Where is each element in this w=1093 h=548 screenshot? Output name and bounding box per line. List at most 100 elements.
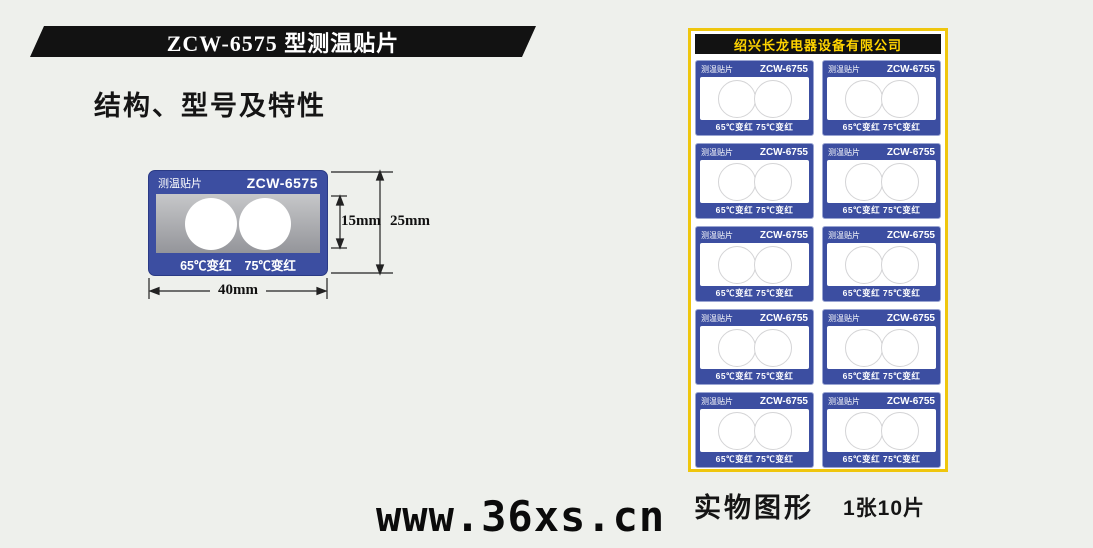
sticker-name-label: 测温贴片 [828,147,860,157]
temp-label-75: 75℃变红 [244,258,296,273]
dim-inner-height-label: 15mm [341,213,381,229]
sheet-sticker-header: 测温贴片 ZCW-6755 [696,227,813,242]
sticker-temps-label: 65℃变红 75℃变红 [842,288,921,298]
sheet-sticker: 测温贴片 ZCW-6755 65℃变红 75℃变红 [822,309,941,385]
indicator-circle-65 [844,79,883,118]
sticker-model-label: ZCW-6755 [759,312,808,324]
sticker-indicator-area [700,243,809,286]
sheet-sticker-header: 测温贴片 ZCW-6755 [823,393,940,408]
sticker-model-label: ZCW-6755 [886,63,935,75]
sheet-sticker-header: 测温贴片 ZCW-6755 [696,61,813,76]
sticker-diagram-footer: 65℃变红 75℃变红 [149,253,327,275]
dimension-height-labels: 15mm 25mm [341,213,430,230]
sheet-sticker: 测温贴片 ZCW-6755 65℃变红 75℃变红 [695,226,814,302]
sticker-name-label: 测温贴片 [828,396,860,406]
sheet-sticker-header: 测温贴片 ZCW-6755 [696,310,813,325]
sheet-sticker-header: 测温贴片 ZCW-6755 [823,227,940,242]
sticker-name-label: 测温贴片 [701,313,733,323]
sticker-model-label: ZCW-6755 [886,395,935,407]
sticker-indicator-area [700,160,809,203]
section-heading: 结构、型号及特性 [94,91,326,121]
sticker-name-label: 测温贴片 [158,177,202,190]
sheet-sticker: 测温贴片 ZCW-6755 65℃变红 75℃变红 [695,143,814,219]
sticker-diagram-header: 测温贴片 ZCW-6575 [149,171,327,194]
sticker-name-label: 测温贴片 [828,230,860,240]
sticker-indicator-area [700,409,809,452]
caption-product-photo: 实物图形 [694,493,814,523]
sticker-model-label: ZCW-6755 [759,395,808,407]
indicator-circle-75 [880,328,919,367]
indicator-circle-75 [753,162,792,201]
sticker-model-label: ZCW-6755 [759,63,808,75]
sheet-sticker-header: 测温贴片 ZCW-6755 [823,144,940,159]
indicator-circle-65 [717,411,756,450]
indicator-circle-65 [844,328,883,367]
sheet-sticker: 测温贴片 ZCW-6755 65℃变红 75℃变红 [695,60,814,136]
sticker-indicator-area [700,77,809,120]
sticker-model-label: ZCW-6755 [886,146,935,158]
sheet-sticker: 测温贴片 ZCW-6755 65℃变红 75℃变红 [695,392,814,468]
company-name-bar: 绍兴长龙电器设备有限公司 [695,34,941,54]
sticker-name-label: 测温贴片 [828,64,860,74]
sticker-name-label: 测温贴片 [701,230,733,240]
sticker-model-label: ZCW-6755 [759,146,808,158]
indicator-circle-65 [717,245,756,284]
indicator-circle-75 [880,79,919,118]
sheet-sticker: 测温贴片 ZCW-6755 65℃变红 75℃变红 [822,226,941,302]
indicator-circle-65 [185,197,237,250]
sticker-temps-label: 65℃变红 75℃变红 [715,454,794,464]
sticker-model-label: ZCW-6755 [886,312,935,324]
sticker-temps-label: 65℃变红 75℃变红 [715,205,794,215]
sheet-sticker-header: 测温贴片 ZCW-6755 [823,61,940,76]
indicator-circle-75 [239,197,291,250]
sticker-model-label: ZCW-6755 [759,229,808,241]
indicator-circle-75 [753,328,792,367]
indicator-circle-65 [717,162,756,201]
sticker-indicator-area [827,77,936,120]
sticker-temps-label: 65℃变红 75℃变红 [715,288,794,298]
indicator-circle-65 [844,245,883,284]
sticker-model-label: ZCW-6575 [246,174,318,191]
indicator-circle-75 [753,411,792,450]
sticker-indicator-area [700,326,809,369]
indicator-circle-65 [844,162,883,201]
indicator-circle-75 [880,245,919,284]
sheet-sticker: 测温贴片 ZCW-6755 65℃变红 75℃变红 [695,309,814,385]
sticker-indicator-area [156,194,320,253]
dim-width-label: 40mm [210,282,266,299]
sheet-sticker-header: 测温贴片 ZCW-6755 [823,310,940,325]
title-banner: ZCW-6575 型测温贴片 [30,26,536,57]
sticker-name-label: 测温贴片 [701,64,733,74]
sticker-temps-label: 65℃变红 75℃变红 [842,205,921,215]
sticker-temps-label: 65℃变红 75℃变红 [842,371,921,381]
caption-sheet-count: 1张10片 [843,497,926,520]
watermark-text: www.36xs.cn [376,492,666,541]
sticker-temps-label: 65℃变红 75℃变红 [842,122,921,132]
sticker-temps-label: 65℃变红 75℃变红 [715,371,794,381]
sticker-indicator-area [827,160,936,203]
sheet-sticker: 测温贴片 ZCW-6755 65℃变红 75℃变红 [822,392,941,468]
sheet-sticker: 测温贴片 ZCW-6755 65℃变红 75℃变红 [822,143,941,219]
sticker-temps-label: 65℃变红 75℃变红 [715,122,794,132]
indicator-circle-65 [717,79,756,118]
indicator-circle-75 [753,245,792,284]
sticker-indicator-area [827,326,936,369]
indicator-circle-75 [880,162,919,201]
temp-label-65: 65℃变红 [180,258,232,273]
sticker-name-label: 测温贴片 [701,396,733,406]
sticker-model-label: ZCW-6755 [886,229,935,241]
sheet-sticker: 测温贴片 ZCW-6755 65℃变红 75℃变红 [822,60,941,136]
banner-title: ZCW-6575 型测温贴片 [166,30,400,56]
dim-outer-height-label: 25mm [390,213,430,229]
indicator-circle-75 [753,79,792,118]
sticker-name-label: 测温贴片 [701,147,733,157]
sticker-indicator-area [827,243,936,286]
sticker-temps-label: 65℃变红 75℃变红 [842,454,921,464]
sticker-sheet: 绍兴长龙电器设备有限公司 测温贴片 ZCW-6755 65℃变红 75℃变红 测… [688,28,948,472]
sticker-grid: 测温贴片 ZCW-6755 65℃变红 75℃变红 测温贴片 ZCW-6755 … [695,60,941,468]
indicator-circle-75 [880,411,919,450]
indicator-circle-65 [717,328,756,367]
sticker-indicator-area [827,409,936,452]
indicator-circle-65 [844,411,883,450]
